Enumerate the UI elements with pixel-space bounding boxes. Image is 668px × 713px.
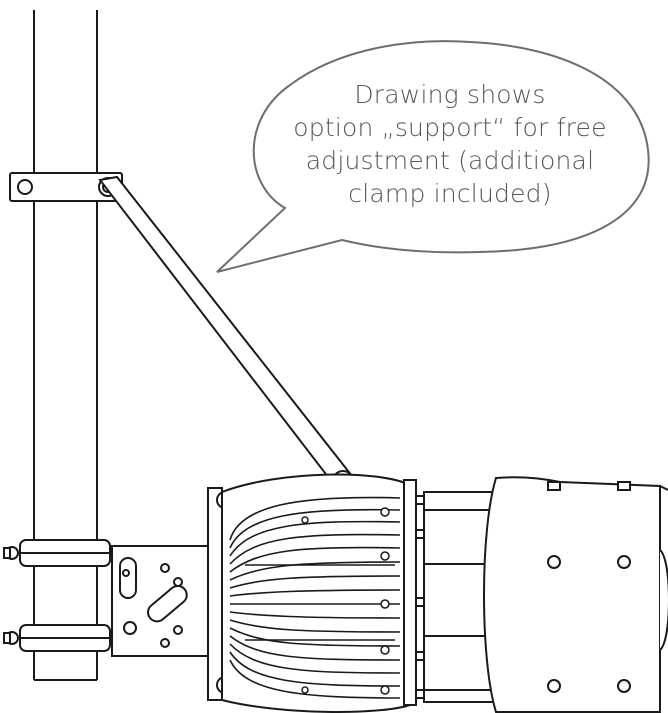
cooling-fins	[229, 496, 401, 699]
lower-clamps	[3, 539, 111, 652]
callout-line-2: option „support“ for free	[293, 113, 607, 142]
callout-text: Drawing shows option „support“ for free …	[282, 78, 618, 210]
vertical-pole	[33, 10, 98, 681]
callout-line-3: adjustment (additional	[305, 146, 595, 175]
callout-line-4: clamp included)	[348, 179, 552, 208]
divider-plate	[403, 479, 425, 706]
speech-bubble	[216, 40, 650, 273]
mounting-bracket	[111, 545, 209, 657]
callout-line-1: Drawing shows	[354, 80, 546, 109]
fin-bolts	[301, 507, 390, 695]
driver-housing	[483, 476, 668, 713]
